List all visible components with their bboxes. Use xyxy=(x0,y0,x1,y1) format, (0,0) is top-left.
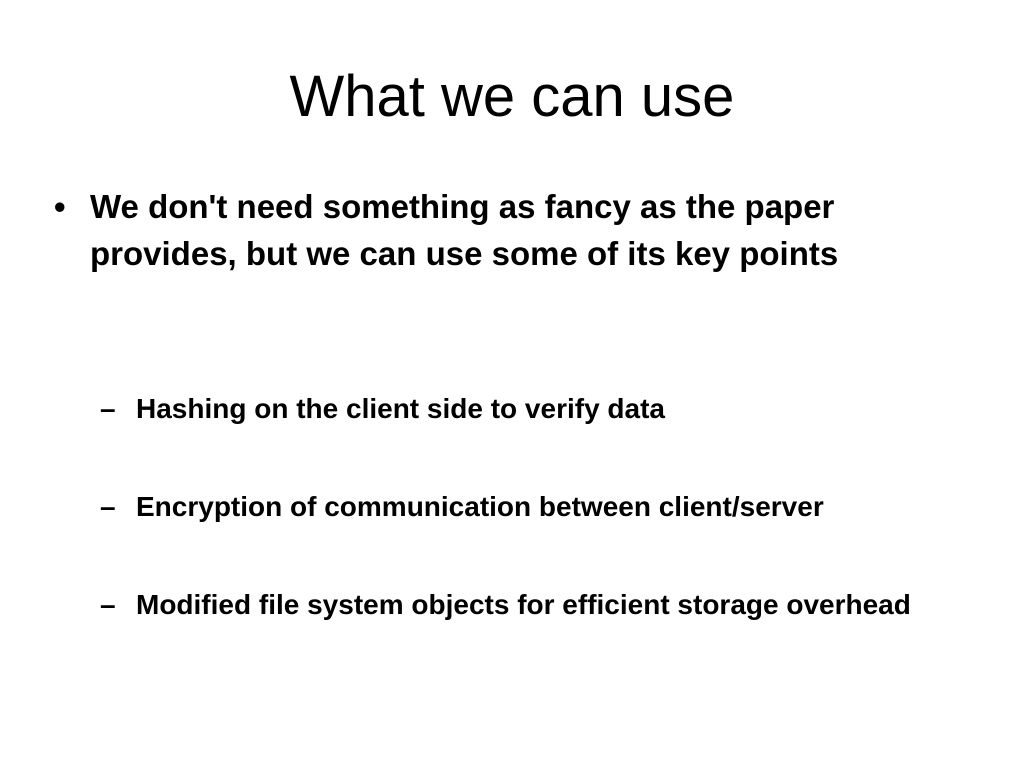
sub-bullet-item: – Modified file system objects for effic… xyxy=(100,584,1000,625)
sub-bullet-text: Modified file system objects for efficie… xyxy=(136,589,911,620)
sub-bullet-text: Encryption of communication between clie… xyxy=(136,491,824,522)
sub-bullet-marker: – xyxy=(100,491,116,522)
slide-title: What we can use xyxy=(289,64,735,129)
sub-bullet-marker: – xyxy=(100,393,116,424)
bullet-item: • We don't need something as fancy as th… xyxy=(50,183,990,277)
bullet-text: We don't need something as fancy as the … xyxy=(90,188,839,272)
sub-bullet-item: – Encryption of communication between cl… xyxy=(100,486,1000,527)
sub-bullet-text: Hashing on the client side to verify dat… xyxy=(136,393,665,424)
bullet-marker: • xyxy=(54,188,66,225)
sub-bullet-item: – Hashing on the client side to verify d… xyxy=(100,388,1000,429)
sub-bullet-list: – Hashing on the client side to verify d… xyxy=(100,388,1000,625)
bullet-list: • We don't need something as fancy as th… xyxy=(50,183,990,277)
sub-bullet-marker: – xyxy=(100,589,116,620)
